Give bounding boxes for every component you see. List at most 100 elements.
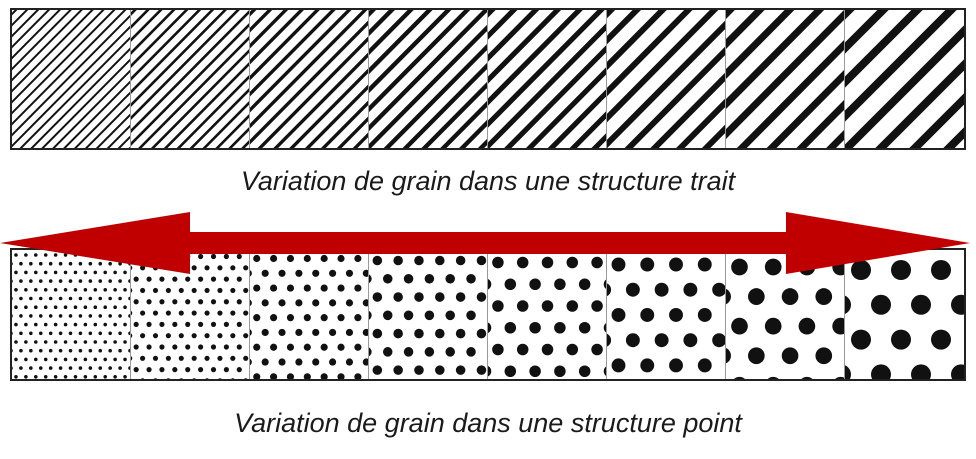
hatch-line — [74, 91, 130, 148]
grain-dot — [159, 367, 165, 373]
grain-dot — [34, 253, 38, 257]
grain-dot — [210, 321, 217, 327]
grain-dot — [286, 373, 295, 379]
grain-dot — [230, 287, 236, 294]
grain-dot — [253, 314, 261, 322]
grain-dot — [210, 344, 217, 350]
hatch-line — [488, 10, 562, 84]
grain-dot — [68, 296, 73, 301]
grain-dot — [48, 296, 53, 301]
hatch-line — [845, 10, 889, 54]
grain-dot — [178, 287, 184, 294]
hatch-line — [459, 119, 487, 148]
hatch-line — [215, 114, 249, 148]
dot-pattern-cell — [607, 250, 726, 379]
grain-dot — [140, 265, 146, 271]
hatch-line — [488, 10, 583, 106]
hatch-line — [488, 23, 606, 148]
grain-dot — [191, 355, 197, 361]
grain-dot — [845, 295, 851, 314]
grain-dot — [683, 333, 698, 348]
grain-dot — [781, 288, 799, 305]
grain-dot — [113, 322, 117, 327]
grain-dot — [185, 367, 191, 373]
grain-dot — [223, 253, 229, 260]
grain-dot — [165, 310, 171, 316]
grain-dot — [185, 321, 191, 327]
grain-dot — [329, 269, 337, 277]
grain-dot — [78, 314, 83, 318]
grain-dot — [669, 358, 683, 373]
hatch-line — [52, 69, 130, 148]
grain-dot — [204, 355, 210, 361]
hatch-pattern-cell — [250, 10, 369, 148]
grain-dot — [329, 358, 337, 366]
grain-dot — [414, 365, 424, 375]
grain-dot — [178, 355, 184, 361]
grain-dot — [118, 366, 122, 370]
grain-dot — [337, 343, 345, 351]
grain-dot — [278, 328, 286, 337]
grain-dot — [146, 321, 152, 327]
grain-dot — [53, 357, 58, 362]
grain-dot — [372, 255, 383, 266]
grain-dot — [591, 300, 603, 312]
grain-dot — [34, 357, 38, 362]
hatch-line — [607, 10, 667, 71]
grain-dot — [210, 367, 217, 373]
grain-dot — [476, 255, 487, 266]
grain-dot — [611, 307, 626, 322]
grain-dot — [625, 333, 640, 348]
hatch-line — [202, 101, 249, 148]
grain-dot — [191, 333, 197, 339]
grain-dot — [198, 321, 204, 327]
hatch-line — [250, 10, 336, 97]
hatch-line — [131, 10, 228, 107]
grain-dot — [98, 331, 103, 336]
grain-dot — [607, 333, 612, 347]
grain-dot — [337, 373, 345, 379]
grain-dot — [712, 282, 725, 297]
dot-pattern-cell — [488, 250, 607, 379]
hatch-line — [547, 89, 606, 148]
hatch-line — [250, 10, 320, 81]
grain-dot — [179, 378, 184, 379]
grain-dot — [871, 364, 891, 379]
grain-dot — [165, 287, 171, 294]
grain-dot — [12, 331, 13, 335]
grain-dot — [185, 299, 191, 305]
grain-dot — [312, 299, 320, 307]
grain-dot — [369, 347, 372, 357]
grain-dot — [78, 296, 83, 301]
grain-dot — [12, 279, 13, 283]
grain-dot — [286, 314, 295, 322]
grain-dot — [504, 278, 517, 291]
hatch-line — [138, 36, 249, 148]
line-structure-panel — [10, 8, 966, 150]
hatch-line — [369, 10, 487, 132]
grain-dot — [231, 378, 235, 379]
grain-dot — [73, 375, 78, 379]
grain-dot — [38, 296, 43, 301]
hatch-line — [736, 40, 844, 148]
grain-dot — [128, 314, 130, 318]
grain-dot — [172, 299, 178, 305]
grain-dot — [88, 314, 93, 318]
grain-dot — [43, 305, 48, 309]
grain-dot — [607, 283, 612, 297]
grain-dot — [73, 340, 78, 344]
grain-dot — [320, 284, 328, 292]
dot-pattern — [369, 255, 487, 375]
dot-pattern — [250, 254, 368, 379]
grain-dot — [250, 299, 252, 307]
grain-dot — [781, 347, 799, 365]
grain-dot — [12, 366, 13, 370]
hatch-line — [607, 20, 725, 148]
grain-dot — [58, 279, 63, 283]
grain-dot — [118, 331, 122, 336]
grain-dot — [19, 366, 23, 370]
grain-dot — [236, 299, 242, 305]
grain-dot — [236, 253, 242, 260]
grain-dot — [554, 365, 566, 378]
grain-dot — [43, 322, 48, 327]
